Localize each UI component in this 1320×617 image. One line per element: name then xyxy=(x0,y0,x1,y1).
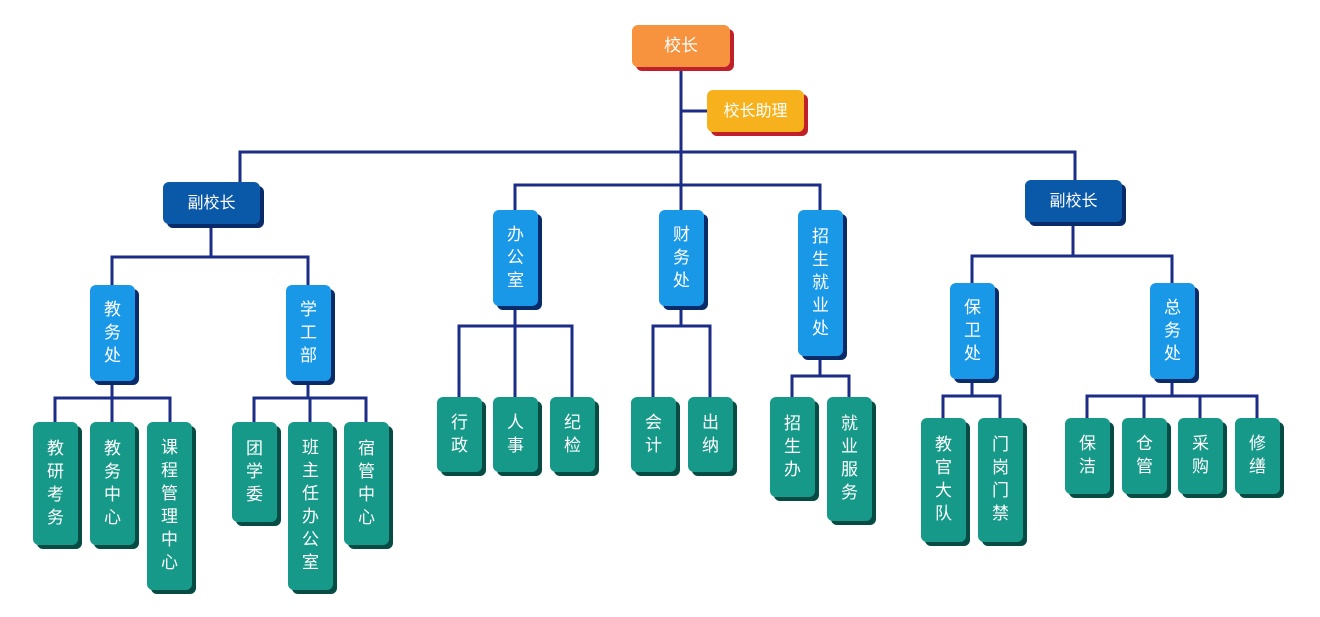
label-principal: 校长 xyxy=(664,36,698,56)
node-vice-principal-right: 副校长 xyxy=(1025,180,1122,222)
node-dept-zongwu: 总务处 xyxy=(1150,283,1195,379)
node-unit-jijian: 纪检 xyxy=(550,397,595,472)
node-dept-bangong-label: 办公室 xyxy=(507,224,524,291)
node-unit-jiaoyan-label: 教研考务 xyxy=(47,438,64,528)
node-unit-xingzheng: 行政 xyxy=(437,397,482,472)
node-unit-tuanxuewei-label: 团学委 xyxy=(246,438,263,505)
node-dept-zhaosheng: 招生就业处 xyxy=(798,210,843,356)
node-dept-jiaowu: 教务处 xyxy=(90,285,135,381)
node-unit-chuna: 出纳 xyxy=(688,397,733,472)
label-vice-principal-left: 副校长 xyxy=(187,193,236,212)
node-dept-baowei: 保卫处 xyxy=(950,283,995,379)
node-unit-jijian-label: 纪检 xyxy=(564,412,581,456)
node-unit-baojie-label: 保洁 xyxy=(1079,434,1096,477)
node-unit-zhaoshengban-label: 招生办 xyxy=(784,413,801,480)
node-dept-caiwu-label: 财务处 xyxy=(673,224,690,291)
node-dept-bangong: 办公室 xyxy=(493,210,538,306)
node-dept-xuegong-label: 学工部 xyxy=(300,299,317,366)
node-unit-renshi-label: 人事 xyxy=(507,412,524,456)
node-unit-jiaoguan: 教官大队 xyxy=(921,418,966,542)
node-unit-xiushan-label: 修缮 xyxy=(1249,434,1266,477)
node-unit-baojie: 保洁 xyxy=(1065,418,1110,494)
node-unit-jiuye: 就业服务 xyxy=(827,397,872,521)
node-dept-xuegong: 学工部 xyxy=(286,285,331,381)
node-dept-zhaosheng-label: 招生就业处 xyxy=(812,226,829,339)
node-unit-banzhuren-label: 班主任办公室 xyxy=(302,438,319,573)
node-unit-chuna-label: 出纳 xyxy=(702,412,719,456)
node-unit-zhaoshengban: 招生办 xyxy=(770,397,815,497)
node-unit-mengang-label: 门岗门禁 xyxy=(992,435,1009,524)
node-unit-renshi: 人事 xyxy=(493,397,538,472)
node-dept-jiaowu-label: 教务处 xyxy=(104,299,121,366)
node-unit-suguan-label: 宿管中心 xyxy=(358,438,375,528)
label-vice-principal-right: 副校长 xyxy=(1049,191,1098,210)
node-unit-xiushan: 修缮 xyxy=(1235,418,1280,494)
node-dept-baowei-label: 保卫处 xyxy=(964,297,981,364)
node-unit-kecheng: 课程管理中心 xyxy=(147,422,192,590)
node-unit-cangguan: 仓管 xyxy=(1122,418,1167,494)
node-unit-kecheng-label: 课程管理中心 xyxy=(161,438,178,573)
node-dept-zongwu-label: 总务处 xyxy=(1164,297,1181,364)
node-unit-caigou-label: 采购 xyxy=(1192,434,1209,477)
node-unit-jiaowuzhongxin-label: 教务中心 xyxy=(104,438,121,528)
node-unit-suguan: 宿管中心 xyxy=(344,422,389,545)
node-unit-jiuye-label: 就业服务 xyxy=(841,414,858,503)
node-unit-kuaiji: 会计 xyxy=(631,397,676,472)
node-unit-banzhuren: 班主任办公室 xyxy=(288,422,333,590)
node-unit-kuaiji-label: 会计 xyxy=(645,412,662,456)
node-principal: 校长 xyxy=(632,25,730,67)
node-unit-caigou: 采购 xyxy=(1178,418,1223,494)
node-vice-principal-left: 副校长 xyxy=(163,182,260,224)
node-unit-xingzheng-label: 行政 xyxy=(451,412,468,456)
node-unit-mengang: 门岗门禁 xyxy=(978,418,1023,542)
node-unit-cangguan-label: 仓管 xyxy=(1136,434,1153,477)
node-unit-jiaoyan: 教研考务 xyxy=(33,422,78,545)
node-unit-jiaoguan-label: 教官大队 xyxy=(935,435,952,524)
node-dept-caiwu: 财务处 xyxy=(659,210,704,306)
node-principal-assistant: 校长助理 xyxy=(707,90,804,132)
node-unit-tuanxuewei: 团学委 xyxy=(232,422,277,522)
label-principal-assistant: 校长助理 xyxy=(723,101,788,120)
node-unit-jiaowuzhongxin: 教务中心 xyxy=(90,422,135,545)
